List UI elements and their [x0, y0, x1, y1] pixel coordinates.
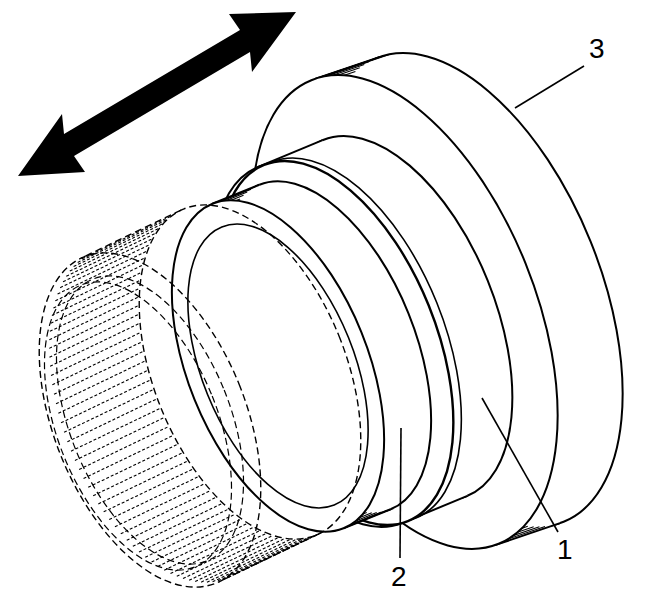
- leader-lines: [400, 66, 584, 558]
- knurling: [88, 444, 178, 487]
- knurling: [63, 239, 153, 282]
- knurling: [104, 469, 194, 512]
- knurling: [52, 342, 142, 385]
- knurling: [133, 503, 223, 546]
- knurling: [58, 370, 148, 413]
- double-arrow: [18, 12, 296, 176]
- leader-line: [400, 428, 401, 558]
- knurling: [158, 523, 248, 566]
- knurling: [71, 408, 161, 451]
- knurling: [152, 519, 242, 562]
- knurling: [75, 417, 165, 460]
- knurling: [53, 265, 143, 308]
- callout-number: 3: [589, 35, 605, 63]
- knurling: [115, 484, 205, 527]
- leader-line: [482, 398, 558, 532]
- hood-phantom: [81, 210, 181, 258]
- parts: [0, 10, 646, 606]
- knurling: [93, 452, 183, 495]
- knurling: [195, 538, 285, 581]
- knurled-rim: [129, 170, 427, 562]
- knurling: [66, 233, 156, 276]
- knurling: [82, 216, 172, 259]
- knurling: [327, 56, 384, 75]
- knurling: [98, 461, 188, 504]
- knurling: [58, 251, 148, 294]
- knurling: [213, 539, 303, 582]
- knurling: [332, 54, 389, 73]
- hood-phantom: [219, 534, 319, 582]
- leader-line: [515, 66, 584, 108]
- knurling: [109, 476, 199, 519]
- knurling: [54, 351, 144, 394]
- knurling: [79, 426, 169, 469]
- knurling: [64, 389, 154, 432]
- knurling: [183, 535, 273, 578]
- knurling: [189, 537, 279, 580]
- callout-number: 2: [391, 563, 407, 591]
- knurling: [51, 332, 141, 375]
- knurling: [121, 490, 211, 533]
- callout-number: 1: [557, 536, 573, 564]
- knurling: [170, 530, 260, 573]
- knurling: [127, 497, 217, 540]
- opening: [151, 198, 404, 533]
- hood-phantom: [95, 173, 405, 571]
- hood-inner: [19, 249, 281, 591]
- knurling: [61, 380, 151, 423]
- knurling: [139, 509, 229, 552]
- hood-inner: [7, 255, 269, 597]
- knurling: [84, 435, 174, 478]
- knurling: [50, 323, 140, 366]
- knurling: [49, 305, 139, 348]
- knurling: [74, 223, 164, 266]
- knurling: [51, 280, 141, 323]
- hood-phantom: [0, 221, 305, 606]
- knurling: [67, 399, 157, 442]
- knurling: [49, 314, 139, 357]
